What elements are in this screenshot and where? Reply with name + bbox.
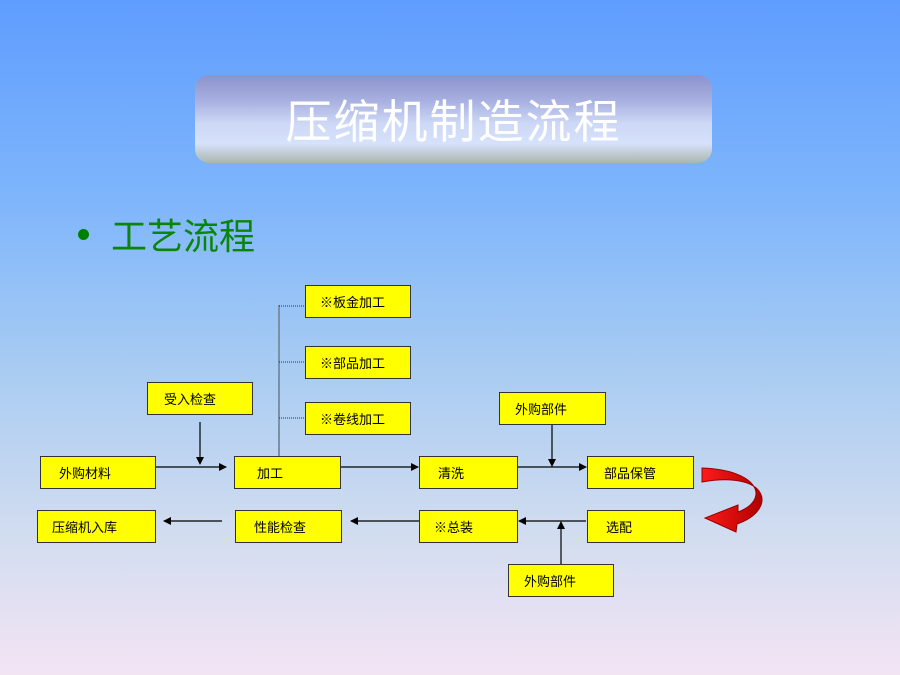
bullet-dot-icon bbox=[78, 228, 89, 240]
curved-arrow-icon bbox=[701, 467, 763, 533]
title-banner: 压缩机制造流程 bbox=[195, 75, 712, 163]
bullet-item: 工艺流程 bbox=[78, 208, 255, 260]
node-label: 选配 bbox=[606, 521, 633, 536]
node-parts-processing: ※部品加工 bbox=[305, 346, 411, 379]
node-purchased-parts-bottom: 外购部件 bbox=[508, 564, 614, 597]
node-parts-storage: 部品保管 bbox=[587, 456, 694, 489]
node-label: ※卷线加工 bbox=[320, 413, 386, 428]
node-purchased-parts-top: 外购部件 bbox=[499, 392, 606, 425]
bullet-text: 工艺流程 bbox=[111, 217, 256, 258]
node-label: 受入检查 bbox=[164, 393, 217, 408]
node-label: 加工 bbox=[257, 467, 284, 482]
node-cleaning: 清洗 bbox=[419, 456, 518, 489]
node-label: 外购部件 bbox=[515, 403, 568, 418]
node-final-assembly: ※总装 bbox=[419, 510, 518, 543]
node-label: ※部品加工 bbox=[320, 357, 386, 372]
node-label: 清洗 bbox=[438, 467, 465, 482]
node-label: 外购部件 bbox=[524, 575, 577, 590]
node-compressor-warehousing: 压缩机入库 bbox=[37, 510, 156, 543]
node-purchased-materials: 外购材料 bbox=[40, 456, 156, 489]
node-label: 外购材料 bbox=[59, 467, 112, 482]
node-label: 性能检查 bbox=[254, 521, 307, 536]
node-processing: 加工 bbox=[234, 456, 341, 489]
node-label: 部品保管 bbox=[604, 467, 657, 482]
node-label: ※板金加工 bbox=[320, 296, 386, 311]
node-selection-matching: 选配 bbox=[587, 510, 685, 543]
node-label: ※总装 bbox=[434, 521, 474, 536]
node-performance-test: 性能检查 bbox=[235, 510, 342, 543]
page-title: 压缩机制造流程 bbox=[285, 95, 622, 149]
node-label: 压缩机入库 bbox=[52, 521, 118, 536]
node-incoming-inspection: 受入检查 bbox=[147, 382, 253, 415]
node-sheet-metal: ※板金加工 bbox=[305, 285, 411, 318]
node-coil-processing: ※卷线加工 bbox=[305, 402, 411, 435]
